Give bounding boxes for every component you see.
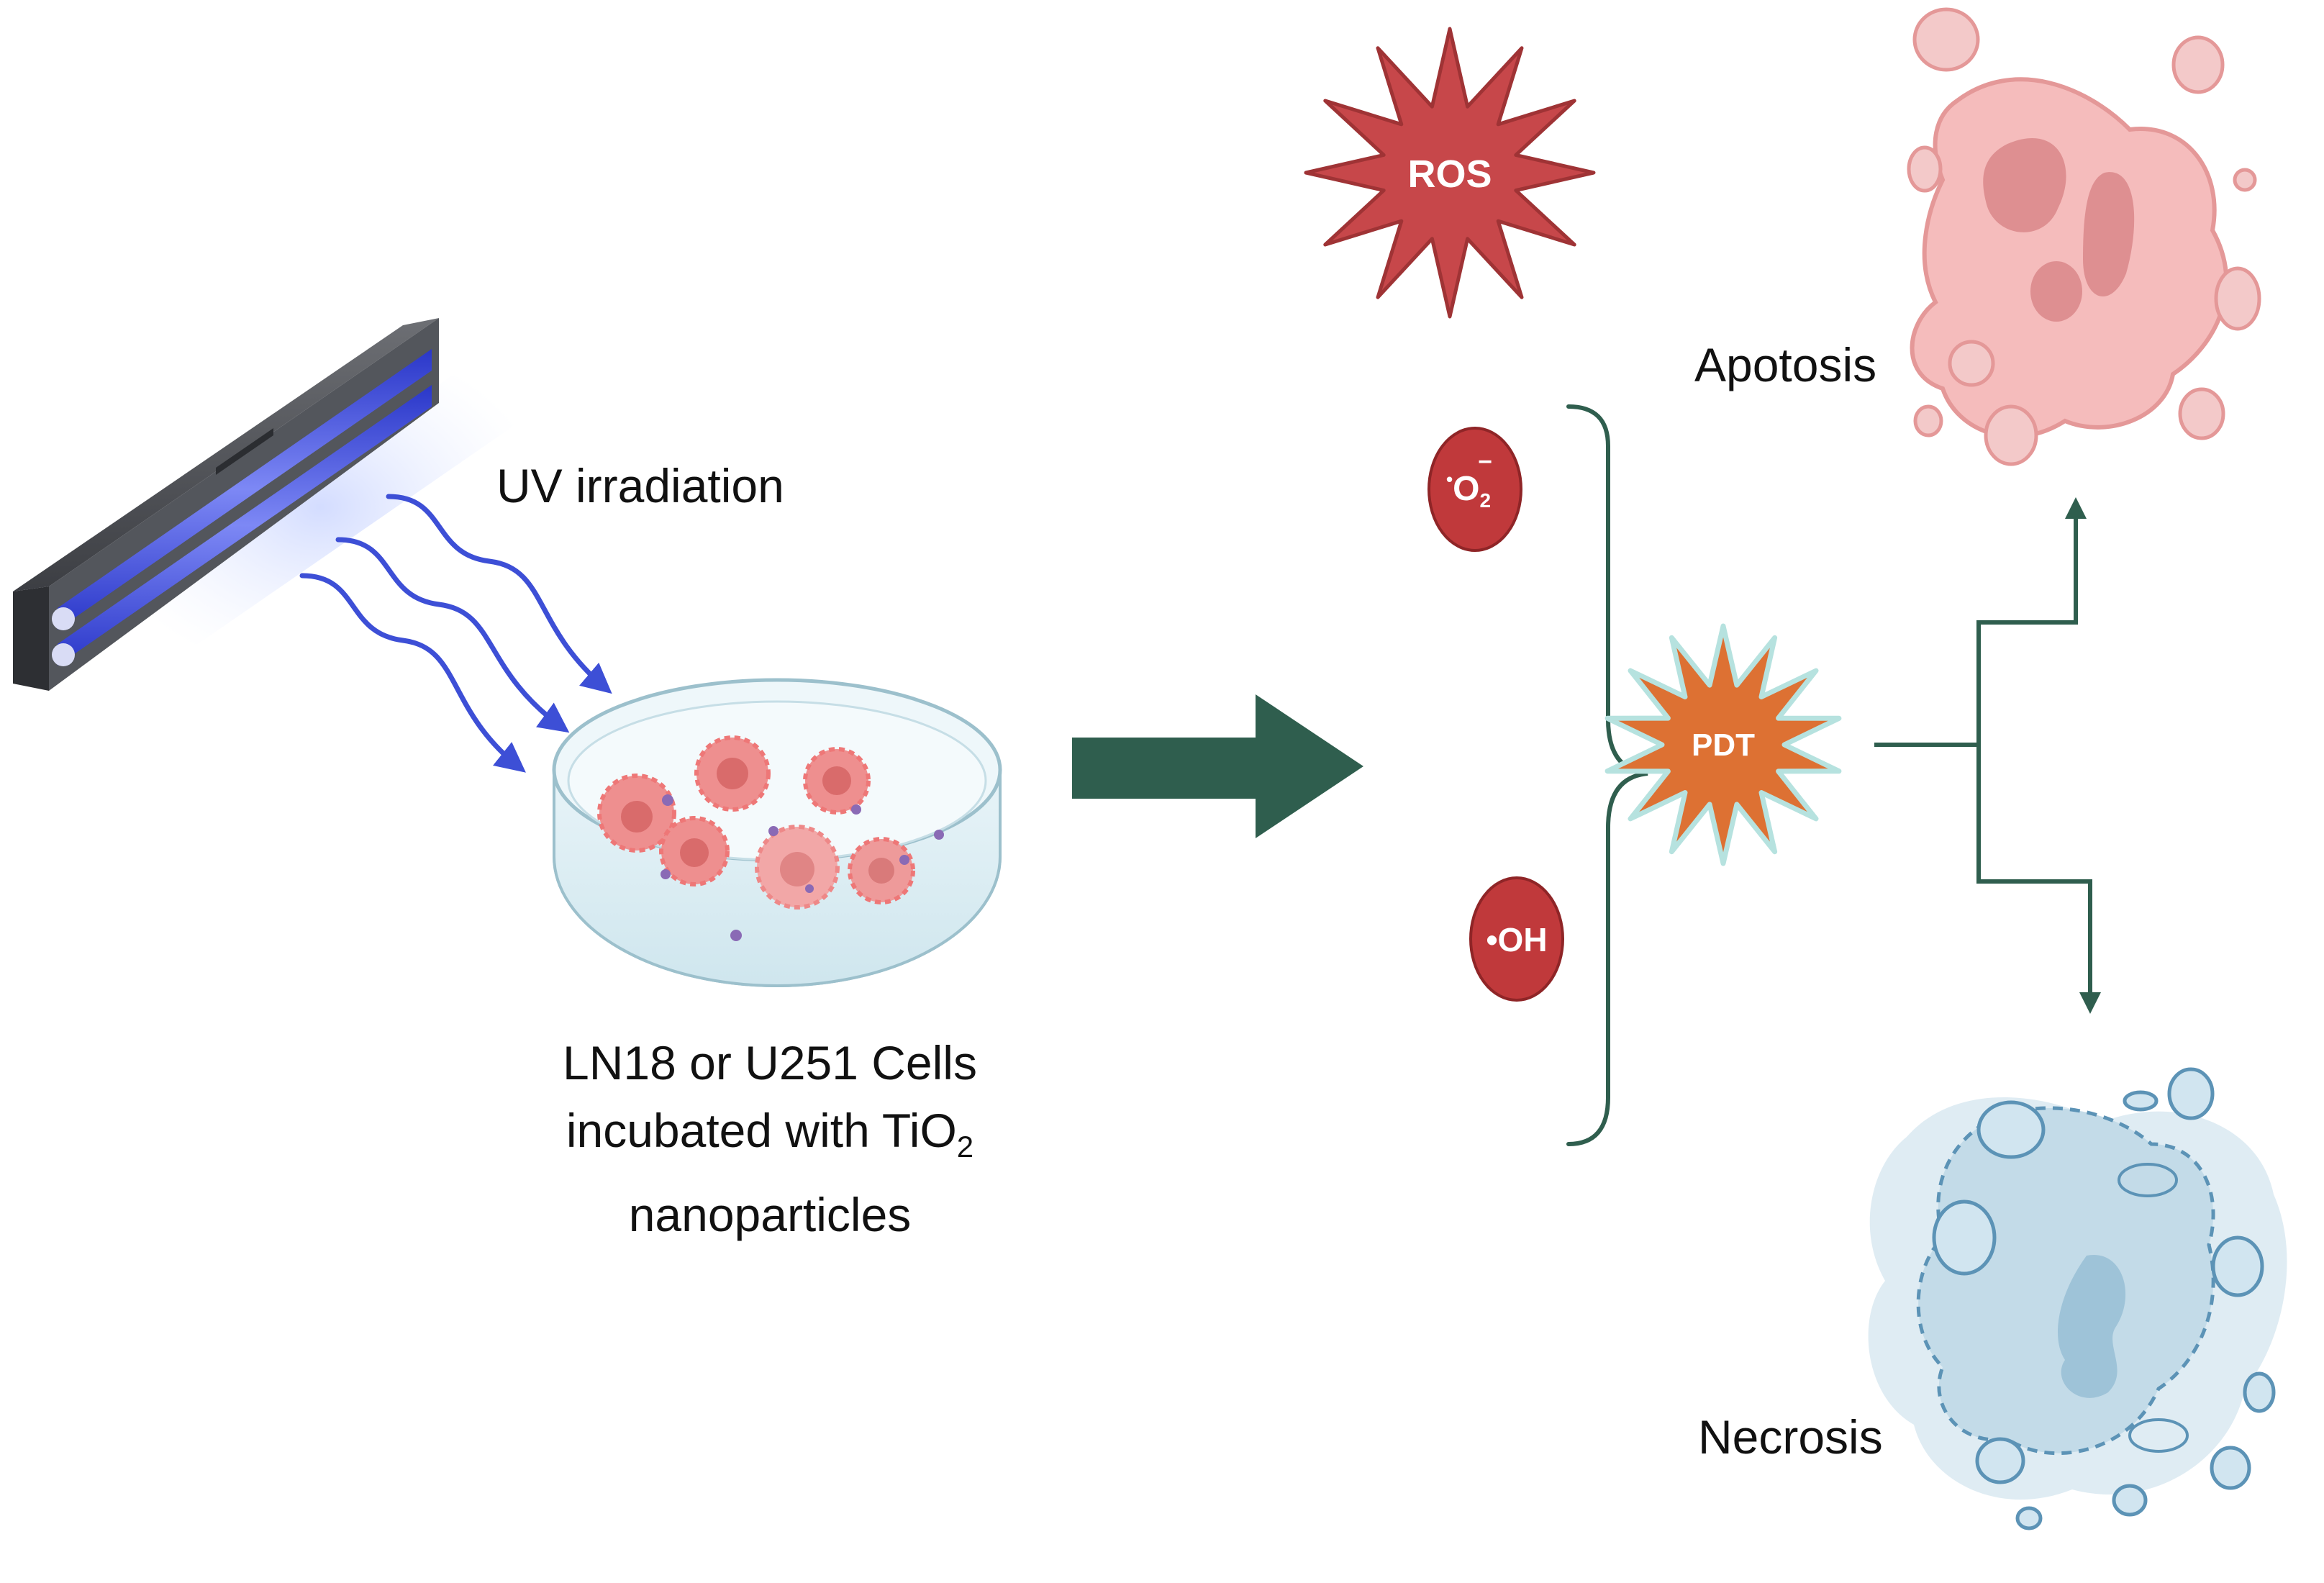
superoxide-dot: • bbox=[1446, 468, 1453, 490]
svg-text:•O2−: •O2 − bbox=[1446, 448, 1492, 512]
cells-caption-line2: incubated with TiO2 bbox=[460, 1097, 1079, 1181]
necrotic-cell-icon bbox=[1868, 1067, 2287, 1530]
apoptosis-label: Apotosis bbox=[1694, 338, 1876, 391]
tio2-subscript: 2 bbox=[956, 1130, 974, 1164]
cell-2 bbox=[694, 735, 771, 812]
cell-3 bbox=[803, 747, 871, 815]
necrosis-label: Necrosis bbox=[1698, 1410, 1883, 1464]
cells-caption-box: LN18 or U251 Cells incubated with TiO2 n… bbox=[460, 1036, 1079, 1242]
ros-burst: ROS bbox=[1304, 27, 1596, 319]
arrow-to-apoptosis bbox=[1976, 497, 2087, 745]
outcome-branch-arrows bbox=[1874, 497, 2101, 1014]
tio2-nanoparticles bbox=[661, 794, 944, 941]
uv-ray-2 bbox=[335, 537, 570, 733]
hydroxyl-radical-badge: •OH bbox=[1469, 876, 1564, 1002]
arrow-to-necrosis bbox=[1976, 745, 2101, 1014]
ros-label: ROS bbox=[1407, 153, 1492, 196]
superoxide-superscript: − bbox=[1478, 448, 1492, 476]
apoptotic-cell-icon bbox=[1907, 7, 2261, 466]
petri-dish-icon bbox=[552, 678, 1002, 987]
curly-brace bbox=[1566, 404, 1648, 1146]
cell-1 bbox=[597, 774, 676, 853]
cell-6 bbox=[848, 837, 915, 904]
process-arrow-icon bbox=[1072, 694, 1363, 838]
uv-ray-1 bbox=[386, 494, 612, 694]
cells-caption-line1: LN18 or U251 Cells bbox=[563, 1036, 977, 1089]
cell-4 bbox=[659, 816, 730, 886]
cells-caption-line3: nanoparticles bbox=[628, 1188, 912, 1242]
hydroxyl-label: •OH bbox=[1486, 921, 1547, 958]
superoxide-subscript: 2 bbox=[1480, 489, 1492, 512]
pdt-label: PDT bbox=[1692, 727, 1755, 763]
superoxide-o: O bbox=[1453, 470, 1479, 508]
superoxide-radical-badge: •O2 − bbox=[1427, 427, 1522, 552]
uv-ray-3 bbox=[299, 573, 526, 773]
uv-lamp-icon bbox=[13, 318, 547, 691]
cell-5 bbox=[755, 825, 840, 910]
pdt-burst: PDT bbox=[1604, 623, 1842, 866]
cells-caption-line2-text: incubated with TiO bbox=[566, 1104, 957, 1157]
uv-rays bbox=[299, 494, 612, 773]
uv-irradiation-label: UV irradiation bbox=[496, 459, 784, 512]
cancer-cells bbox=[597, 735, 915, 910]
